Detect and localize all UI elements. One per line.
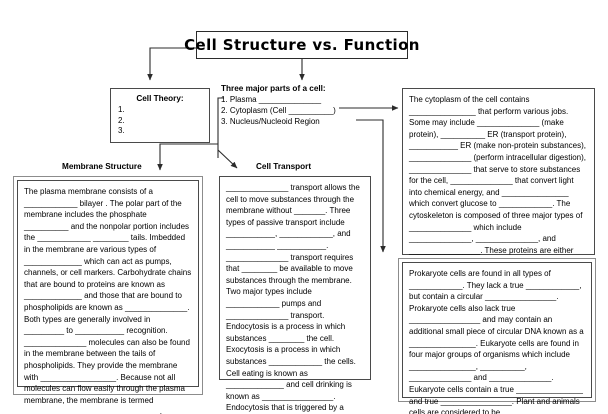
three-major-parts-heading: Three major parts of a cell: [221, 84, 326, 93]
cytoplasm-text: The cytoplasm of the cell contains _____… [409, 95, 586, 278]
cell-transport-text: ______________ transport allows the cell… [226, 183, 360, 413]
connector-plasma-to-membrane [157, 143, 218, 171]
membrane-structure-text: The plasma membrane consists of a ______… [24, 187, 192, 414]
list-item: 1. Plasma ______________ [221, 95, 322, 104]
title-box: Cell Structure vs. Function [184, 31, 419, 59]
connector-plasma-to-transport [217, 149, 238, 169]
cell-theory-list: 1. 2. 3. [111, 105, 209, 137]
membrane-structure-box: The plasma membrane consists of a ______… [17, 180, 199, 414]
membrane-structure-heading: Membrane Structure [62, 162, 142, 171]
three-major-parts-block: Three major parts of a cell: 1. Plasma _… [221, 84, 371, 127]
prokaryote-eukaryote-box: Prokaryote cells are found in all types … [402, 262, 592, 414]
three-major-parts-list: 1. Plasma ______________ 2. Cytoplasm (C… [221, 94, 371, 127]
list-item: 2. [118, 115, 125, 125]
cell-transport-heading: Cell Transport [256, 162, 312, 171]
prokaryote-eukaryote-text: Prokaryote cells are found in all types … [409, 269, 584, 414]
cell-transport-box: ______________ transport allows the cell… [219, 176, 371, 412]
list-item: 2. Cytoplasm (Cell __________) [221, 106, 336, 115]
list-item: 1. [118, 105, 125, 114]
cell-theory-heading: Cell Theory: [136, 94, 184, 103]
list-item: 3. Nucleus/Nucleoid Region [221, 117, 320, 126]
cytoplasm-box: The cytoplasm of the cell contains _____… [402, 88, 595, 278]
list-item: 3. [118, 126, 125, 135]
page-title: Cell Structure vs. Function [184, 36, 420, 54]
cell-theory-box: Cell Theory: 1. 2. 3. [110, 88, 210, 143]
